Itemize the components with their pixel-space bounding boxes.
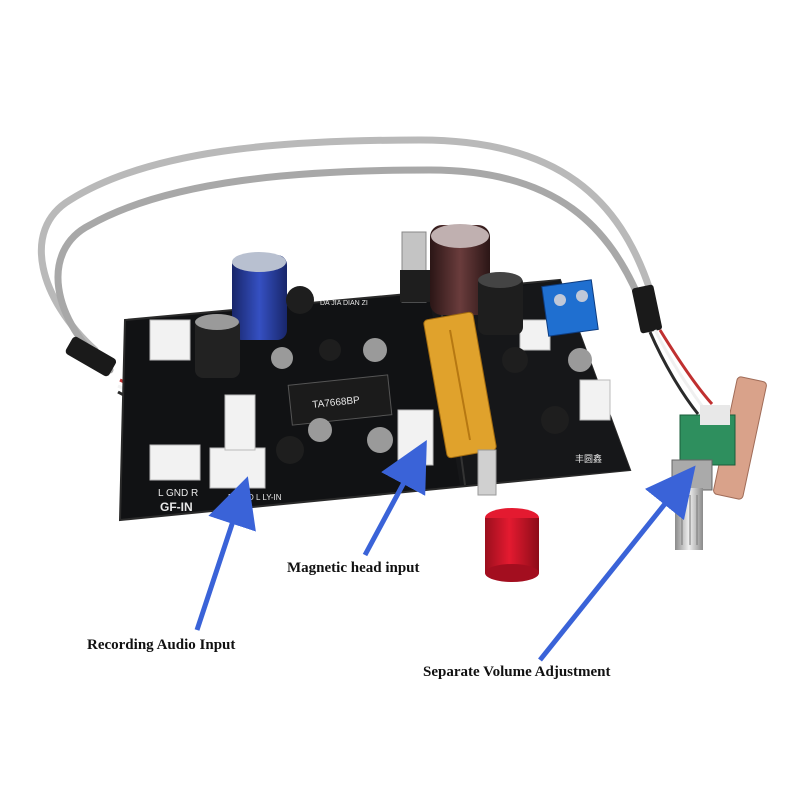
ic-chip: TA7668BP [287, 374, 393, 426]
potentiometer-module [671, 376, 767, 550]
callout-arrows [194, 439, 696, 662]
arrow-magnetic-head-input [362, 439, 427, 557]
arrow-separate-volume-adjustment [538, 465, 696, 662]
blue-terminal-block [541, 279, 599, 337]
silk-gf-in: GF-IN [160, 500, 193, 514]
label-recording-audio-input: Recording Audio Input [87, 637, 236, 653]
silk-chinese-text: 丰圆鑫 [575, 453, 602, 464]
chip-marking: TA7668BP [312, 395, 361, 411]
arrow-recording-audio-input [194, 476, 256, 631]
voltage-regulator [400, 231, 430, 303]
label-separate-volume-adjustment: Separate Volume Adjustment [423, 664, 611, 680]
label-magnetic-head-input: Magnetic head input [287, 560, 420, 576]
capacitors [195, 224, 592, 464]
silk-l-gnd-r: L GND R [158, 488, 198, 499]
slide-switch [423, 311, 539, 582]
silk-ly-in: R GND L LY-IN [228, 493, 282, 502]
silk-header-text: DA JIA DIAN ZI [320, 300, 368, 307]
